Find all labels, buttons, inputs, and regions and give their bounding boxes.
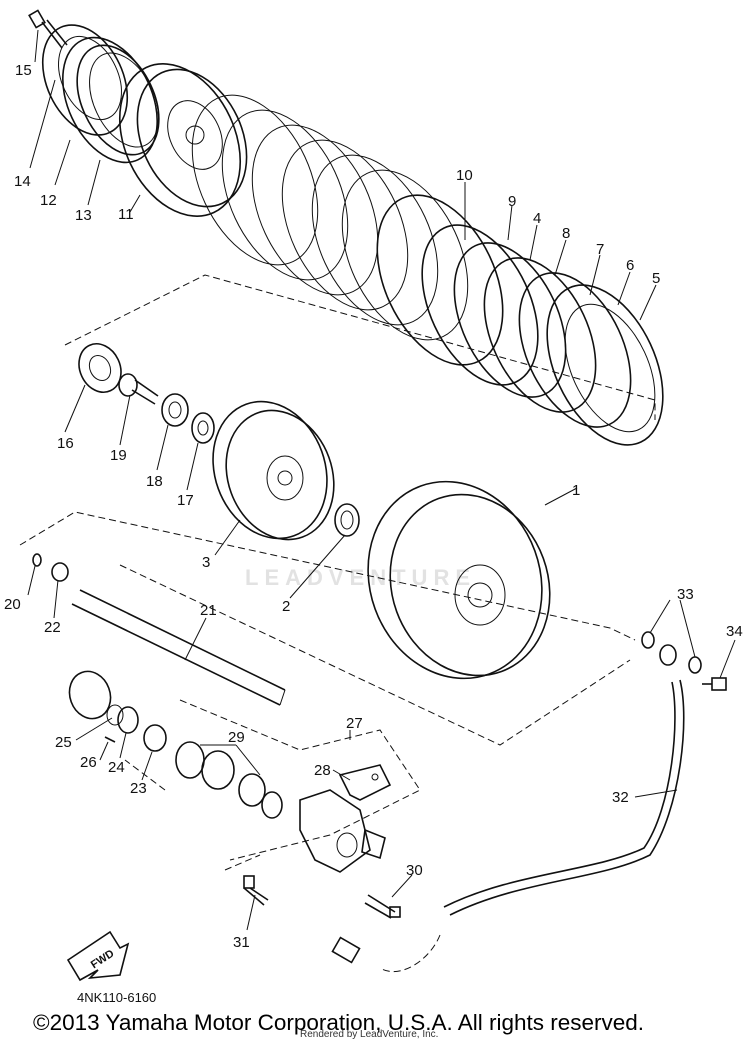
bearing-16: [78, 343, 122, 393]
callout-1: 1: [572, 482, 580, 499]
fwd-arrow-icon: FWD: [66, 930, 130, 982]
callout-10: 10: [456, 167, 473, 184]
slave-cylinder-27: [299, 789, 386, 873]
callout-16: 16: [57, 435, 74, 452]
callout-34: 34: [726, 623, 743, 640]
callout-28: 28: [314, 762, 331, 779]
leader-lines: [27, 29, 736, 931]
bolt-19: [118, 373, 159, 405]
thrust-washer-2: [334, 503, 360, 537]
callout-9: 9: [508, 193, 516, 210]
callout-27: 27: [346, 715, 363, 732]
callout-25: 25: [55, 734, 72, 751]
callout-6: 6: [626, 257, 634, 274]
ring-20-22: [32, 553, 69, 582]
callout-19: 19: [110, 447, 127, 464]
clutch-plate-stack: [191, 94, 504, 366]
primary-gear-3: [212, 400, 335, 541]
callout-8: 8: [562, 225, 570, 242]
callout-24: 24: [108, 759, 125, 776]
callout-22: 22: [44, 619, 61, 636]
union-bolt-33-34: [641, 631, 727, 691]
part-code: 4NK110-6160: [77, 990, 157, 1005]
callout-14: 14: [14, 173, 31, 190]
callout-20: 20: [4, 596, 21, 613]
assembly-guide-lines: [19, 274, 656, 871]
callout-13: 13: [75, 207, 92, 224]
bolt-30: [364, 894, 401, 919]
cover-plate-14: [41, 24, 129, 136]
callout-17: 17: [177, 492, 194, 509]
piston-set-29: [175, 741, 283, 819]
renderer-credit: Rendered by LeadVenture, Inc.: [300, 1029, 439, 1040]
copyright-notice: ©2013 Yamaha Motor Corporation, U.S.A. A…: [33, 1010, 645, 1035]
callout-23: 23: [130, 780, 147, 797]
callout-18: 18: [146, 473, 163, 490]
fwd-label: FWD: [89, 948, 117, 972]
nut-18: [161, 393, 189, 427]
callout-15: 15: [15, 62, 32, 79]
callout-33: 33: [677, 586, 694, 603]
callout-29: 29: [228, 729, 245, 746]
hose-32: [331, 679, 685, 973]
ring-12-13: [62, 36, 160, 164]
ring-set-4-10: [421, 224, 664, 446]
callout-5: 5: [652, 270, 660, 287]
bolt-15: [28, 9, 68, 49]
callout-3: 3: [202, 554, 210, 571]
callout-4: 4: [533, 210, 541, 227]
callout-26: 26: [80, 754, 97, 771]
callout-12: 12: [40, 192, 57, 209]
callout-11: 11: [118, 206, 134, 223]
callout-21: 21: [200, 602, 217, 619]
bracket-28: [338, 764, 392, 801]
bolt-31: [243, 875, 269, 906]
callout-31: 31: [233, 934, 250, 951]
callout-32: 32: [612, 789, 629, 806]
callout-7: 7: [596, 241, 604, 258]
watermark-text: LEADVENTURE: [245, 565, 477, 590]
seal-set-23-26: [68, 670, 167, 752]
callout-labels: 1 2 3 4 5 6 7 8 9 10 11 12 13 14 15 16 1…: [4, 62, 743, 951]
callout-30: 30: [406, 862, 423, 879]
shaft-21: [71, 589, 286, 706]
clutch-housing-1: [367, 480, 551, 680]
callout-2: 2: [282, 598, 290, 615]
washer-17: [191, 412, 215, 444]
